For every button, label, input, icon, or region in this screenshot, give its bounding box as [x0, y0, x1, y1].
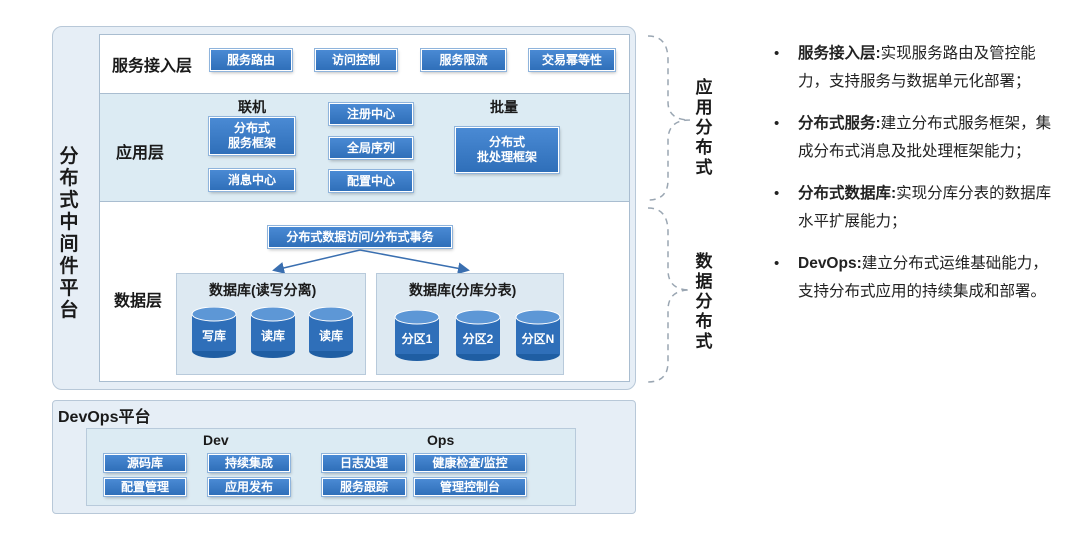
- batch-heading: 批量: [490, 99, 518, 115]
- write-db-cylinder-icon: 写库: [191, 306, 237, 359]
- shard-1-label: 分区1: [401, 332, 433, 346]
- service-layer-label: 服务接入层: [112, 58, 193, 75]
- data-access-button[interactable]: 分布式数据访问/分布式事务: [268, 226, 452, 248]
- service-tracing-button[interactable]: 服务跟踪: [322, 478, 406, 496]
- source-repo-button[interactable]: 源码库: [104, 454, 186, 472]
- global-sequence-button[interactable]: 全局序列: [329, 137, 413, 159]
- access-control-button[interactable]: 访问控制: [315, 49, 397, 71]
- batch-framework-button[interactable]: 分布式 批处理框架: [455, 127, 559, 173]
- bullet-text: 实现分库分表的数据库水平扩展能力；: [798, 185, 1052, 230]
- data-layer-label: 数据层: [114, 293, 163, 310]
- platform-title: 分布式中间件平台: [59, 146, 79, 321]
- devops-title: DevOps平台: [58, 409, 151, 426]
- admin-console-button[interactable]: 管理控制台: [414, 478, 526, 496]
- shard-n-cylinder-icon: 分区N: [515, 309, 561, 362]
- bullet-heading: 分布式数据库:: [798, 185, 897, 202]
- service-framework-button[interactable]: 分布式 服务框架: [209, 117, 295, 155]
- ci-button[interactable]: 持续集成: [208, 454, 290, 472]
- bullet-dot-icon: •: [774, 45, 780, 62]
- rate-limit-button[interactable]: 服务限流: [421, 49, 506, 71]
- bullet-heading: 服务接入层:: [798, 45, 881, 62]
- bullet-item: • 分布式数据库:实现分库分表的数据库水平扩展能力；: [774, 180, 1054, 236]
- read-db-label-1: 读库: [260, 329, 285, 343]
- bullet-text: 实现服务路由及管控能力，支持服务与数据单元化部署；: [798, 45, 1036, 90]
- ops-heading: Ops: [427, 432, 455, 448]
- app-bracket: [647, 35, 691, 201]
- health-monitor-button[interactable]: 健康检查/监控: [414, 454, 526, 472]
- online-heading: 联机: [238, 99, 266, 115]
- shard-database-title: 数据库(分库分表): [409, 282, 517, 298]
- write-db-label: 写库: [201, 329, 226, 343]
- shard-n-label: 分区N: [521, 332, 555, 346]
- idempotency-button[interactable]: 交易幂等性: [529, 49, 615, 71]
- read-db-cylinder-icon: 读库: [308, 306, 354, 359]
- shard-2-cylinder-icon: 分区2: [455, 309, 501, 362]
- shard-2-label: 分区2: [462, 332, 494, 346]
- bullet-item: • 服务接入层:实现服务路由及管控能力，支持服务与数据单元化部署；: [774, 40, 1054, 96]
- read-db-label-2: 读库: [318, 329, 343, 343]
- data-bracket: [647, 207, 691, 383]
- service-framework-line-2: 服务框架: [227, 136, 276, 150]
- bullet-dot-icon: •: [774, 185, 780, 202]
- read-db-cylinder-icon: 读库: [250, 306, 296, 359]
- message-center-button[interactable]: 消息中心: [209, 169, 295, 191]
- app-distributed-label: 应用分布式: [695, 78, 713, 177]
- bullet-dot-icon: •: [774, 255, 780, 272]
- log-processing-button[interactable]: 日志处理: [322, 454, 406, 472]
- feature-bullet-list: • 服务接入层:实现服务路由及管控能力，支持服务与数据单元化部署； • 分布式服…: [774, 40, 1054, 320]
- registry-center-button[interactable]: 注册中心: [329, 103, 413, 125]
- shard-1-cylinder-icon: 分区1: [394, 309, 440, 362]
- app-layer-label: 应用层: [116, 145, 165, 162]
- dev-heading: Dev: [203, 432, 229, 448]
- batch-framework-line-2: 批处理框架: [476, 150, 537, 164]
- bullet-text: 建立分布式运维基础能力，支持分布式应用的持续集成和部署。: [798, 255, 1048, 300]
- bullet-item: • 分布式服务:建立分布式服务框架，集成分布式消息及批处理框架能力；: [774, 110, 1054, 166]
- bullet-dot-icon: •: [774, 115, 780, 132]
- app-release-button[interactable]: 应用发布: [208, 478, 290, 496]
- bullet-item: • DevOps:建立分布式运维基础能力，支持分布式应用的持续集成和部署。: [774, 250, 1054, 306]
- service-framework-line-1: 分布式: [233, 121, 270, 135]
- bullet-heading: DevOps:: [798, 255, 862, 272]
- rw-database-title: 数据库(读写分离): [209, 282, 317, 298]
- service-routing-button[interactable]: 服务路由: [210, 49, 292, 71]
- config-center-button[interactable]: 配置中心: [329, 170, 413, 192]
- bullet-text: 建立分布式服务框架，集成分布式消息及批处理框架能力；: [798, 115, 1052, 160]
- config-management-button[interactable]: 配置管理: [104, 478, 186, 496]
- batch-framework-line-1: 分布式: [488, 135, 525, 149]
- arrow-to-rw-db: [272, 249, 361, 274]
- bullet-heading: 分布式服务:: [798, 115, 881, 132]
- data-distributed-label: 数据分布式: [695, 252, 713, 351]
- arrow-to-shard-db: [359, 249, 470, 275]
